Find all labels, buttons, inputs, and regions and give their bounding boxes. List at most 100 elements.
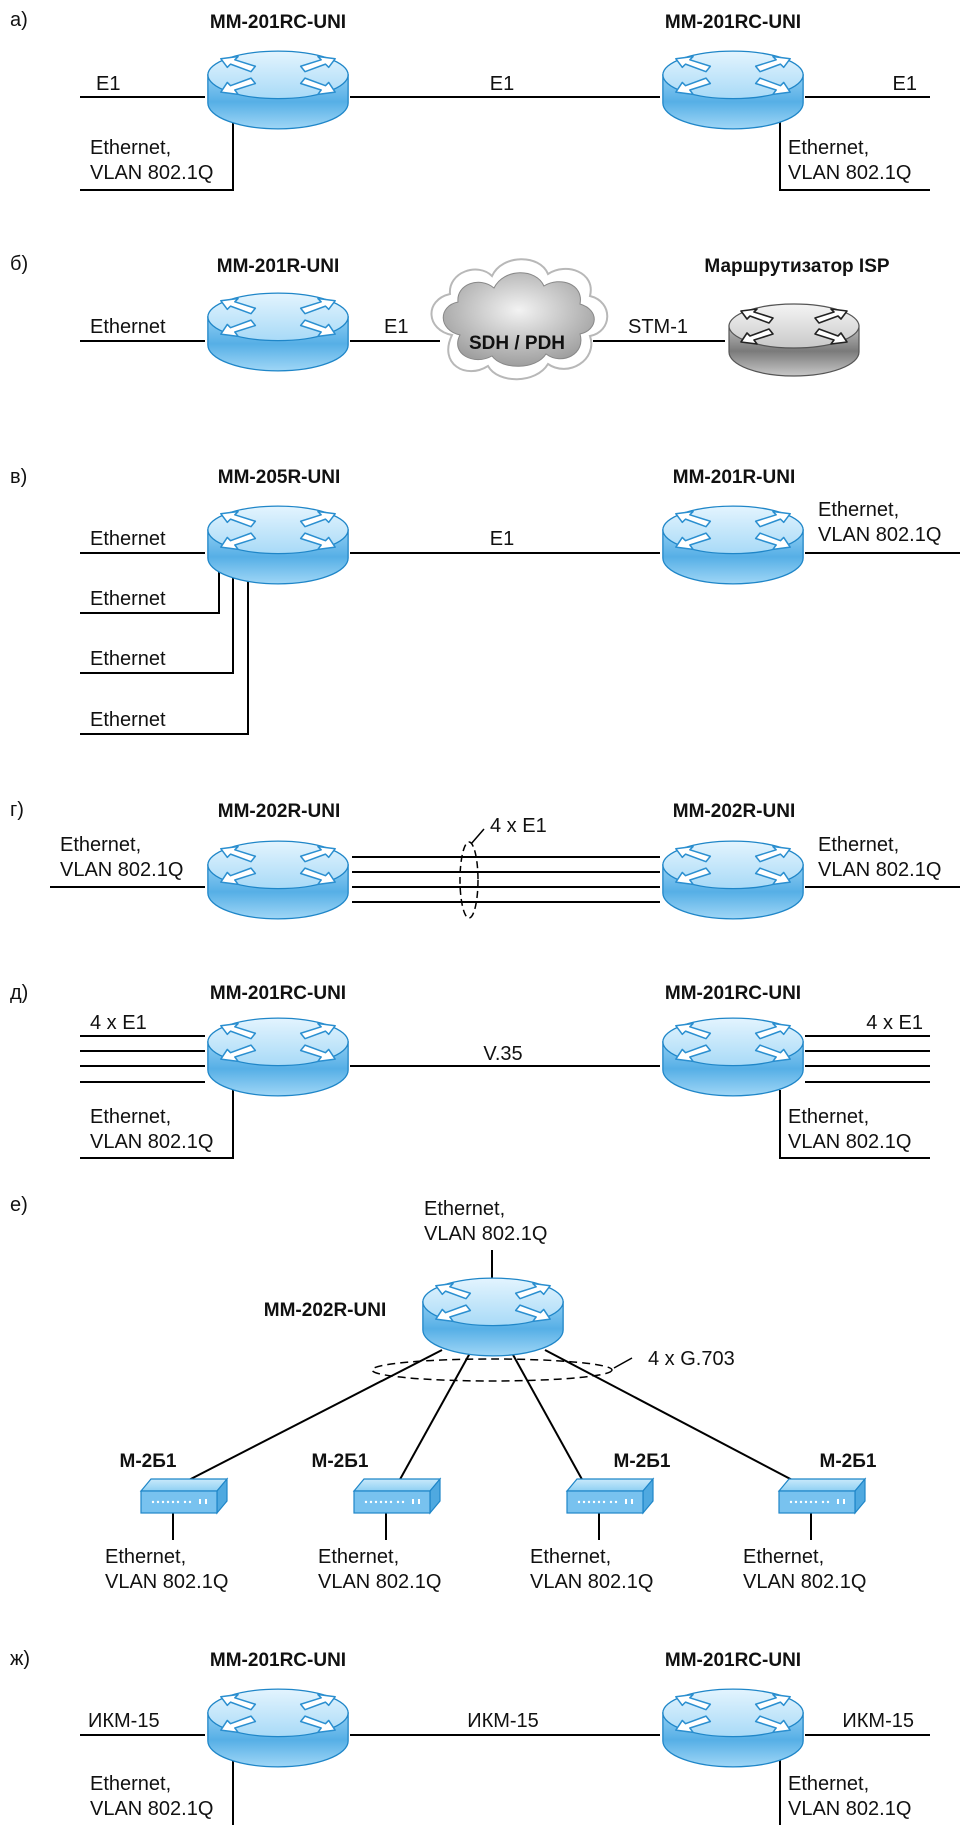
- section-letter: ж): [10, 1648, 30, 1670]
- device-label: MM-201R-UNI: [673, 467, 795, 488]
- link-label: V.35: [483, 1043, 522, 1065]
- modem-label: М-2Б1: [820, 1451, 877, 1472]
- section-letter: д): [10, 982, 28, 1004]
- port-label: VLAN 802.1Q: [424, 1223, 547, 1245]
- router-icon-gray: [728, 303, 860, 377]
- link-label: STM-1: [628, 316, 688, 338]
- port-label: Ethernet,: [743, 1546, 824, 1568]
- port-label: VLAN 802.1Q: [530, 1571, 653, 1593]
- section-zh: ж) MM-201RC-UNI MM-201RC-UNI ИКМ-15 ИКМ-…: [10, 1648, 930, 1825]
- bundle-label: 4 x G.703: [648, 1348, 735, 1370]
- port-label: Ethernet,: [90, 1773, 171, 1795]
- bundle-label: 4 x E1: [866, 1012, 923, 1034]
- modem-icon: [140, 1478, 228, 1514]
- section-a: а) MM-201RC-UNI MM-201RC-UNI E1 E1 E1 Et…: [10, 9, 930, 191]
- port-label: Ethernet: [90, 316, 166, 338]
- port-label: VLAN 802.1Q: [60, 859, 183, 881]
- link-label: E1: [490, 73, 514, 95]
- router-icon: [662, 1017, 804, 1097]
- device-label: MM-202R-UNI: [264, 1300, 386, 1321]
- port-label: VLAN 802.1Q: [818, 859, 941, 881]
- port-label: VLAN 802.1Q: [90, 1798, 213, 1820]
- device-label: MM-202R-UNI: [673, 801, 795, 822]
- port-label: Ethernet: [90, 588, 166, 610]
- modem-icon: [353, 1478, 441, 1514]
- port-label: VLAN 802.1Q: [105, 1571, 228, 1593]
- port-label: Ethernet,: [530, 1546, 611, 1568]
- device-label: MM-201RC-UNI: [665, 1650, 801, 1671]
- port-label: Ethernet: [90, 709, 166, 731]
- section-d: д) MM-201RC-UNI MM-201RC-UNI 4 x E1 4 x …: [10, 982, 930, 1159]
- router-icon: [207, 505, 349, 585]
- port-label: ИКМ-15: [88, 1710, 160, 1732]
- port-label: Ethernet,: [90, 1106, 171, 1128]
- port-label: Ethernet,: [105, 1546, 186, 1568]
- section-letter: е): [10, 1194, 28, 1216]
- section-b: б) MM-201R-UNI Маршрутизатор ISP Etherne…: [10, 253, 890, 381]
- bundle-label: 4 x E1: [90, 1012, 147, 1034]
- modem-4: М-2Б1 Ethernet, VLAN 802.1Q: [743, 1451, 877, 1593]
- router-icon: [207, 840, 349, 920]
- link-label: E1: [384, 316, 408, 338]
- link-label: ИКМ-15: [467, 1710, 539, 1732]
- modem-label: М-2Б1: [120, 1451, 177, 1472]
- port-label: VLAN 802.1Q: [90, 162, 213, 184]
- router-icon: [207, 1017, 349, 1097]
- section-letter: в): [10, 466, 27, 488]
- port-label: VLAN 802.1Q: [788, 162, 911, 184]
- cloud-icon: [430, 258, 609, 381]
- router-icon: [207, 1688, 349, 1768]
- device-label: MM-201RC-UNI: [210, 983, 346, 1004]
- link-label: E1: [490, 528, 514, 550]
- device-label: MM-205R-UNI: [218, 467, 340, 488]
- bundle-marker: [459, 841, 479, 919]
- port-label: VLAN 802.1Q: [818, 524, 941, 546]
- router-icon: [662, 50, 804, 130]
- device-label: MM-201RC-UNI: [665, 983, 801, 1004]
- port-label: Ethernet: [90, 528, 166, 550]
- section-e: е) Ethernet, VLAN 802.1Q MM-202R-UNI 4 x…: [10, 1194, 877, 1593]
- modem-label: М-2Б1: [614, 1451, 671, 1472]
- section-letter: г): [10, 799, 24, 821]
- port-label: VLAN 802.1Q: [318, 1571, 441, 1593]
- modem-icon: [778, 1478, 866, 1514]
- device-label: MM-202R-UNI: [218, 801, 340, 822]
- port-label: ИКМ-15: [842, 1710, 914, 1732]
- port-label: Ethernet,: [788, 1773, 869, 1795]
- port-label: Ethernet,: [788, 137, 869, 159]
- port-label: VLAN 802.1Q: [743, 1571, 866, 1593]
- device-label: MM-201R-UNI: [217, 256, 339, 277]
- port-label: Ethernet,: [818, 834, 899, 856]
- device-label: MM-201RC-UNI: [210, 12, 346, 33]
- modem-icon: [566, 1478, 654, 1514]
- router-icon: [207, 292, 349, 372]
- port-label: Ethernet,: [818, 499, 899, 521]
- modem-1: М-2Б1 Ethernet, VLAN 802.1Q: [105, 1451, 228, 1593]
- port-label: VLAN 802.1Q: [90, 1131, 213, 1153]
- section-g: г) MM-202R-UNI MM-202R-UNI 4 x E1 Ethern…: [10, 799, 960, 920]
- modem-label: М-2Б1: [312, 1451, 369, 1472]
- router-icon: [662, 840, 804, 920]
- port-label: E1: [893, 73, 917, 95]
- port-label: Ethernet,: [424, 1198, 505, 1220]
- router-icon: [207, 50, 349, 130]
- modem-3: М-2Б1 Ethernet, VLAN 802.1Q: [530, 1451, 671, 1593]
- section-letter: а): [10, 9, 28, 31]
- router-icon: [662, 1688, 804, 1768]
- port-label: Ethernet,: [318, 1546, 399, 1568]
- port-label: Ethernet,: [60, 834, 141, 856]
- bundle-marker: [371, 1358, 613, 1382]
- section-v: в) MM-205R-UNI MM-201R-UNI Ethernet Ethe…: [10, 466, 960, 735]
- port-label: Ethernet,: [90, 137, 171, 159]
- port-label: E1: [96, 73, 120, 95]
- port-label: VLAN 802.1Q: [788, 1798, 911, 1820]
- device-label: MM-201RC-UNI: [665, 12, 801, 33]
- modem-2: М-2Б1 Ethernet, VLAN 802.1Q: [312, 1451, 442, 1593]
- port-label: VLAN 802.1Q: [788, 1131, 911, 1153]
- router-icon: [422, 1277, 564, 1357]
- device-label: MM-201RC-UNI: [210, 1650, 346, 1671]
- port-label: Ethernet,: [788, 1106, 869, 1128]
- section-letter: б): [10, 253, 28, 275]
- router-icon: [662, 505, 804, 585]
